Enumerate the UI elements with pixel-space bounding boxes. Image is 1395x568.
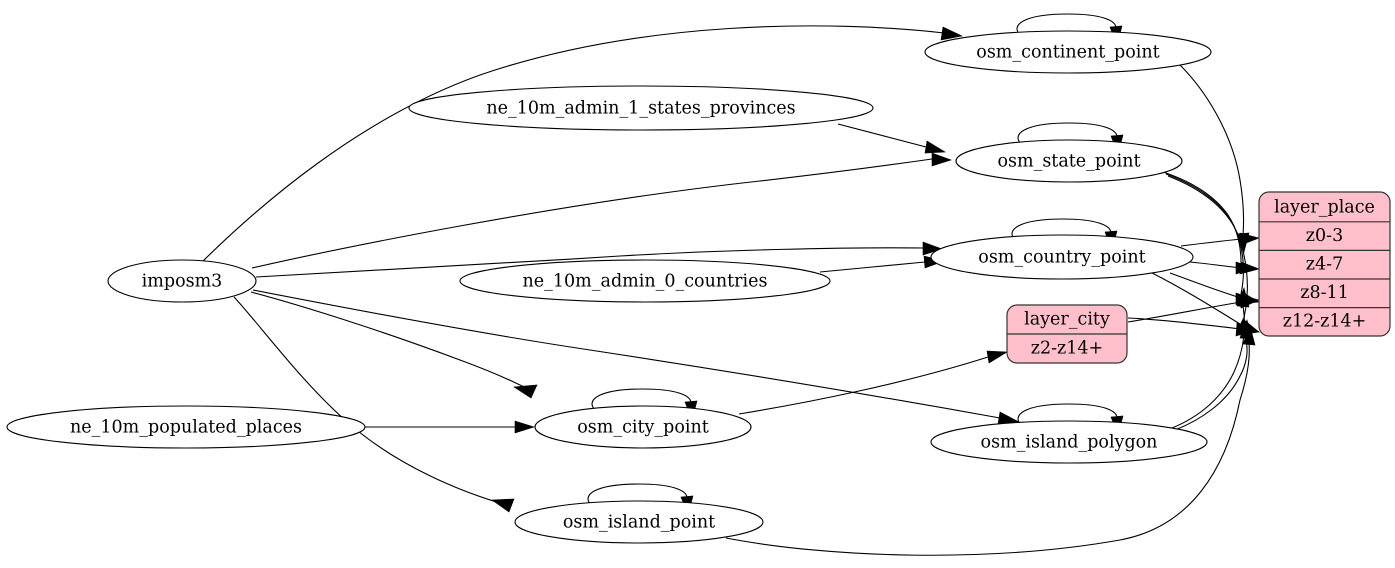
edge-osm-city-point-to-layer-city-z2 <box>738 350 1008 415</box>
edge-ne-admin0-to-osm-country-point <box>819 255 946 273</box>
node-ne-10m-admin-1-states-provinces-shape[interactable] <box>408 85 874 131</box>
node-imposm3-shape[interactable] <box>107 259 257 303</box>
node-ne-10m-populated-places-shape[interactable] <box>6 405 366 449</box>
node-ne-10m-admin-1-states-provinces[interactable]: ne_10m_admin_1_states_provinces <box>408 85 874 131</box>
node-osm-island-polygon-shape[interactable] <box>930 420 1208 464</box>
edge-imposm3-to-osm-city-point <box>250 291 538 399</box>
node-osm-city-point-label: osm_city_point <box>577 418 709 438</box>
node-osm-continent-point-label: osm_continent_point <box>976 43 1159 63</box>
edge-osm-island-polygon-to-layer-place-z8-11 <box>1171 287 1250 429</box>
record-layer-place-row-z8-11[interactable]: z8-11 <box>1300 283 1349 303</box>
node-osm-island-polygon-label: osm_island_polygon <box>981 433 1158 453</box>
node-ne-10m-admin-0-countries[interactable]: ne_10m_admin_0_countries <box>459 259 831 303</box>
edge-imposm3-to-osm-continent-point <box>202 25 963 262</box>
edge-ne-populated-places-to-osm-city-point <box>365 420 535 434</box>
record-layer-place-row-z0-3[interactable]: z0-3 <box>1306 226 1343 246</box>
node-osm-country-point-shape[interactable] <box>930 234 1194 280</box>
record-layer-city-row-z2-z14[interactable]: z2-z14+ <box>1031 339 1103 359</box>
record-layer-city-header-label: layer_city <box>1024 310 1110 330</box>
edge-imposm3-to-osm-country-point <box>255 241 943 278</box>
record-layer: layer_place z0-3 z4-7 z8-11 z12-z14+ lay… <box>1006 191 1391 364</box>
node-osm-continent-point-shape[interactable] <box>924 30 1212 74</box>
node-ne-10m-admin-0-countries-shape[interactable] <box>459 259 831 303</box>
node-ne-10m-populated-places[interactable]: ne_10m_populated_places <box>6 405 366 449</box>
node-osm-island-polygon[interactable]: osm_island_polygon <box>930 420 1208 464</box>
node-layer: imposm3 ne_10m_populated_places ne_10m_a… <box>6 30 1212 544</box>
node-imposm3[interactable]: imposm3 <box>107 259 257 303</box>
record-layer-place[interactable]: layer_place z0-3 z4-7 z8-11 z12-z14+ <box>1258 191 1391 337</box>
node-osm-city-point-shape[interactable] <box>534 405 752 449</box>
node-osm-state-point-shape[interactable] <box>955 139 1183 183</box>
node-osm-island-point-shape[interactable] <box>514 500 764 544</box>
edge-osm-country-point-to-layer-place-z4-7 <box>1189 261 1260 275</box>
edge-osm-island-polygon-to-layer-place-z12 <box>1174 319 1253 431</box>
node-osm-island-point-label: osm_island_point <box>563 513 715 533</box>
node-ne-10m-admin-0-countries-label: ne_10m_admin_0_countries <box>523 272 768 292</box>
edge-osm-island-point-to-layer-place-z12 <box>725 325 1256 556</box>
record-layer-place-row-z4-7[interactable]: z4-7 <box>1306 255 1343 275</box>
record-layer-place-box[interactable] <box>1258 191 1391 337</box>
node-osm-country-point-label: osm_country_point <box>978 248 1145 268</box>
edge-osm-country-point-to-layer-place-z0-3 <box>1180 232 1260 247</box>
edge-imposm3-to-osm-island-polygon <box>252 289 1021 425</box>
node-osm-country-point[interactable]: osm_country_point <box>930 234 1194 280</box>
node-osm-city-point[interactable]: osm_city_point <box>534 405 752 449</box>
node-osm-state-point[interactable]: osm_state_point <box>955 139 1183 183</box>
edge-ne-admin1-to-osm-state-point <box>837 123 946 154</box>
node-imposm3-label: imposm3 <box>142 272 223 292</box>
edge-osm-continent-point-to-layer-place-z0-3 <box>1179 64 1250 253</box>
record-layer-place-header-label: layer_place <box>1274 198 1375 218</box>
node-ne-10m-populated-places-label: ne_10m_populated_places <box>70 418 302 438</box>
record-layer-city[interactable]: layer_city z2-z14+ <box>1006 304 1128 364</box>
record-layer-place-row-z12-z14[interactable]: z12-z14+ <box>1283 312 1367 332</box>
node-osm-continent-point[interactable]: osm_continent_point <box>924 30 1212 74</box>
edge-imposm3-to-osm-state-point <box>251 152 952 269</box>
node-osm-island-point[interactable]: osm_island_point <box>514 500 764 544</box>
node-ne-10m-admin-1-states-provinces-label: ne_10m_admin_1_states_provinces <box>486 99 795 119</box>
node-osm-state-point-label: osm_state_point <box>997 152 1140 172</box>
